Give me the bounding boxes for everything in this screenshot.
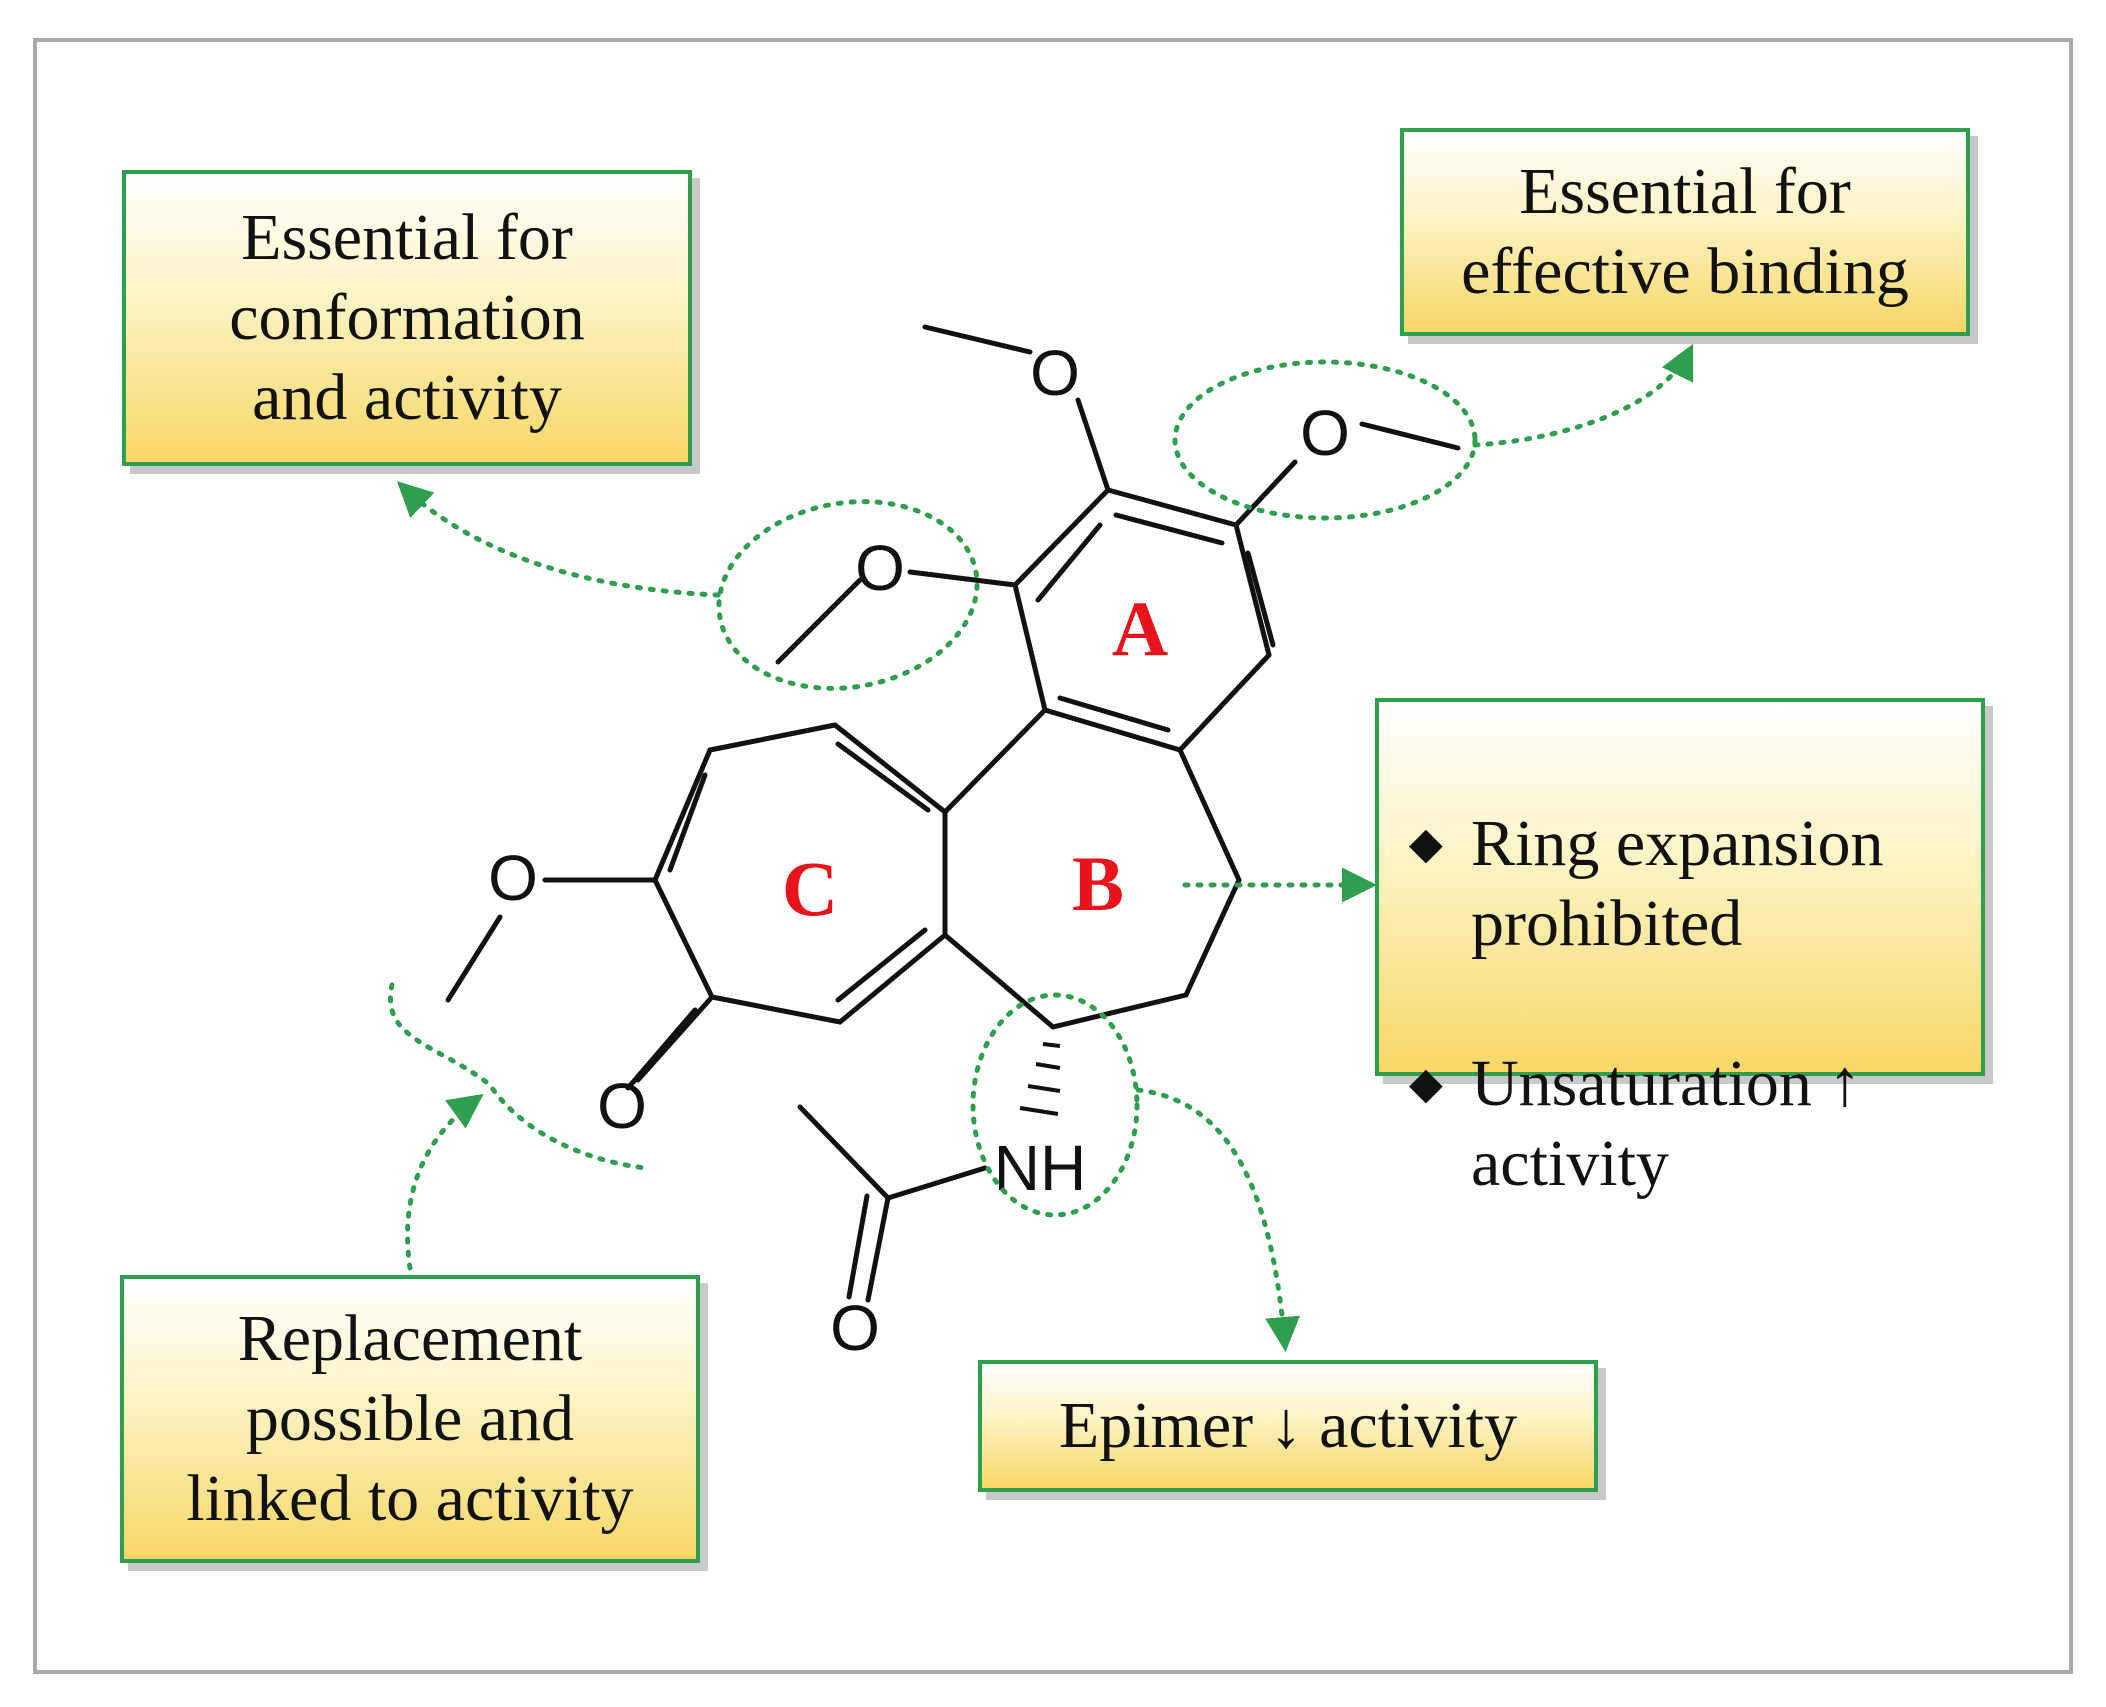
- bullet-text-unsaturation: Unsaturation ↑ activity: [1471, 1047, 1862, 1200]
- highlight-methoxy-right: [1172, 359, 1478, 521]
- ring-label-c: C: [782, 845, 838, 932]
- diamond-bullet-icon: ◆: [1409, 1059, 1443, 1108]
- highlight-ringc-methoxy: [388, 982, 648, 1171]
- note-conformation: Essential for conformation and activity: [122, 170, 692, 466]
- atom-o-top-left: O: [1030, 337, 1080, 409]
- atom-o-top-right: O: [1300, 397, 1350, 469]
- bullet-item: ◆ Ring expansion prohibited: [1409, 804, 1961, 964]
- note-replacement: Replacement possible and linked to activ…: [120, 1275, 700, 1563]
- note-conformation-text: Essential for conformation and activity: [229, 201, 585, 434]
- note-epimer-text: Epimer ↓ activity: [1058, 1389, 1518, 1462]
- arrow-conformation: [396, 481, 721, 598]
- ring-label-b: B: [1072, 840, 1124, 927]
- note-binding-text: Essential for effective binding: [1461, 155, 1909, 308]
- note-replacement-text: Replacement possible and linked to activ…: [186, 1302, 634, 1535]
- atom-o-ringc: O: [488, 842, 538, 914]
- arrow-binding: [1472, 343, 1694, 448]
- note-binding: Essential for effective binding: [1400, 128, 1970, 336]
- diamond-bullet-icon: ◆: [1409, 819, 1443, 868]
- atom-nh: NH: [994, 1132, 1086, 1204]
- atom-o-ketone: O: [597, 1070, 647, 1142]
- highlight-methoxy-left: [716, 499, 980, 691]
- highlight-nh: [970, 992, 1140, 1218]
- bullet-text-ring-expansion: Ring expansion prohibited: [1471, 807, 1884, 960]
- ring-label-a: A: [1112, 585, 1168, 672]
- hashed-wedge-bond: [1019, 1042, 1061, 1116]
- arrow-replacement: [405, 1093, 484, 1271]
- bonds: [445, 324, 1461, 1303]
- bullet-item: ◆ Unsaturation ↑ activity: [1409, 1044, 1961, 1204]
- note-ring-expansion: ◆ Ring expansion prohibited ◆ Unsaturati…: [1375, 698, 1985, 1200]
- atom-o-amide: O: [830, 1292, 880, 1364]
- arrow-epimer: [1135, 1087, 1301, 1352]
- atom-o-mid: O: [855, 532, 905, 604]
- note-epimer: Epimer ↓ activity: [978, 1360, 1598, 1492]
